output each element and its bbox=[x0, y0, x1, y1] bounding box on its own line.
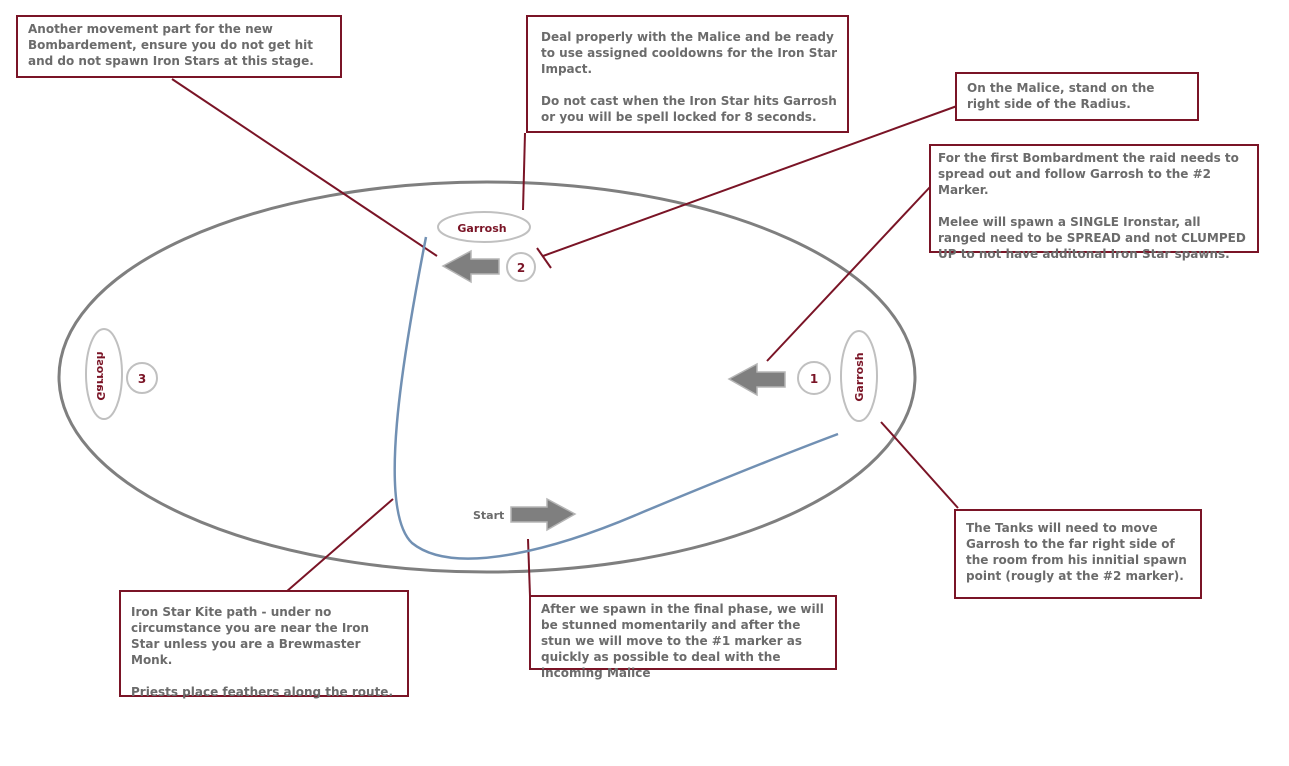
note-tanks-text: The Tanks will need to move Garrosh to t… bbox=[966, 521, 1187, 583]
note-bombardment-movement: Another movement part for the new Bombar… bbox=[16, 15, 342, 78]
note-kite-path-text-2: Priests place feathers along the route. bbox=[131, 685, 394, 699]
leader-line-malice-cooldowns bbox=[522, 132, 526, 211]
note-malice-position-text: On the Malice, stand on the right side o… bbox=[967, 81, 1155, 111]
note-malice-position: On the Malice, stand on the right side o… bbox=[955, 72, 1199, 121]
start-arrow-icon bbox=[510, 497, 577, 532]
leader-line-malice-position bbox=[542, 105, 958, 257]
note-first-bombardment: For the first Bombardment the raid needs… bbox=[929, 144, 1259, 261]
marker-2-label: 2 bbox=[517, 261, 525, 275]
move-arrow-top-icon bbox=[441, 249, 500, 284]
move-arrow-right-icon bbox=[727, 362, 786, 397]
garrosh-right-token bbox=[840, 330, 878, 422]
marker-3-label: 3 bbox=[138, 372, 146, 386]
garrosh-right-label: Garrosh bbox=[853, 352, 866, 401]
room-outline bbox=[57, 180, 917, 574]
leader-line-final-phase bbox=[527, 538, 531, 597]
note-bombardment-movement-text: Another movement part for the new Bombar… bbox=[28, 22, 314, 68]
leader-line-malice-position-tick bbox=[536, 247, 552, 269]
note-kite-path: Iron Star Kite path - under no circumsta… bbox=[119, 590, 409, 699]
note-tanks: The Tanks will need to move Garrosh to t… bbox=[954, 509, 1202, 599]
garrosh-left-label: Garrosh bbox=[94, 351, 107, 400]
note-kite-path-text-1: Iron Star Kite path - under no circumsta… bbox=[131, 605, 370, 667]
iron-star-kite-path bbox=[393, 236, 839, 560]
garrosh-top-label: Garrosh bbox=[457, 222, 506, 235]
marker-3-ring bbox=[126, 362, 158, 394]
note-malice-cooldowns-text-2: Do not cast when the Iron Star hits Garr… bbox=[541, 94, 837, 124]
start-label: Start bbox=[473, 509, 504, 522]
garrosh-left-token bbox=[85, 328, 123, 420]
marker-1-label: 1 bbox=[810, 372, 818, 386]
note-malice-cooldowns: Deal properly with the Malice and be rea… bbox=[526, 15, 849, 133]
leader-line-kite-path bbox=[285, 498, 394, 593]
marker-1-ring bbox=[797, 361, 831, 395]
leader-lines bbox=[171, 78, 959, 597]
marker-2-ring bbox=[506, 252, 536, 282]
note-first-bombardment-text-1: For the first Bombardment the raid needs… bbox=[938, 151, 1239, 197]
leader-line-bombardment bbox=[171, 78, 438, 257]
leader-line-tanks bbox=[880, 421, 959, 509]
leader-line-first-bombardment bbox=[766, 186, 931, 362]
note-final-phase: After we spawn in the final phase, we wi… bbox=[529, 595, 837, 680]
note-first-bombardment-text-2: Melee will spawn a SINGLE Ironstar, all … bbox=[938, 215, 1246, 261]
note-final-phase-text: After we spawn in the final phase, we wi… bbox=[541, 602, 824, 680]
note-malice-cooldowns-text-1: Deal properly with the Malice and be rea… bbox=[541, 30, 838, 76]
garrosh-top-token bbox=[437, 211, 531, 243]
